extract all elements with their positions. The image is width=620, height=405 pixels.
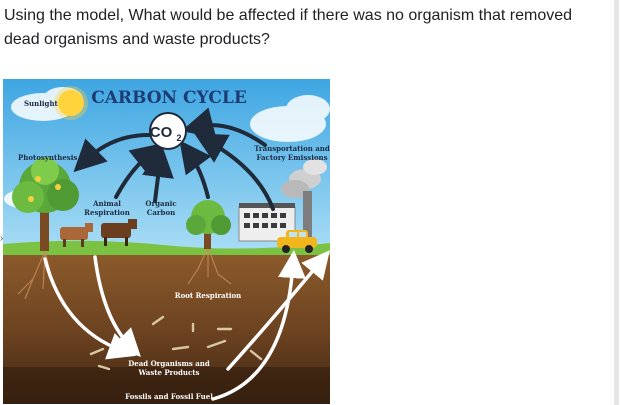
label-dead-organisms-1: Dead Organisms and — [128, 359, 210, 368]
co2-label: CO — [150, 124, 173, 141]
soil-arrows — [43, 250, 330, 401]
carbon-cycle-diagram: CO 2 CARBON CYCLE Sunlight Photosynthesi… — [3, 79, 330, 404]
caret-left-icon: › — [0, 233, 4, 244]
label-fossils: Fossils and Fossil Fuel — [125, 392, 213, 401]
label-organic-carbon-2: Carbon — [147, 208, 175, 217]
scrollbar[interactable] — [614, 0, 619, 405]
label-animal-respiration-1: Animal — [92, 199, 121, 208]
tree-center — [186, 200, 231, 249]
cow-icons — [60, 219, 137, 247]
question-text: Using the model, What would be affected … — [4, 7, 573, 48]
label-transportation-1: Transportation and — [254, 144, 330, 153]
sun-icon — [58, 90, 84, 116]
label-dead-organisms-2: Waste Products — [138, 368, 200, 377]
co2-arrows — [73, 107, 275, 211]
label-animal-respiration-2: Respiration — [84, 208, 130, 217]
tree-left — [12, 157, 79, 251]
grass-strip — [3, 240, 330, 259]
co2-circle — [149, 112, 187, 150]
co2-subscript: 2 — [176, 133, 181, 143]
label-organic-carbon-1: Organic — [145, 199, 176, 208]
diagram-title: CARBON CYCLE — [91, 88, 247, 108]
factory-icon — [238, 159, 327, 242]
car-icon — [277, 230, 317, 253]
label-transportation-2: Factory Emissions — [256, 153, 327, 162]
scrollbar-thumb[interactable] — [614, 0, 619, 405]
fossil-bones — [89, 315, 263, 371]
label-photosynthesis: Photosynthesis — [18, 153, 77, 162]
label-sunlight: Sunlight — [24, 99, 59, 108]
label-root-respiration: Root Respiration — [175, 291, 241, 300]
